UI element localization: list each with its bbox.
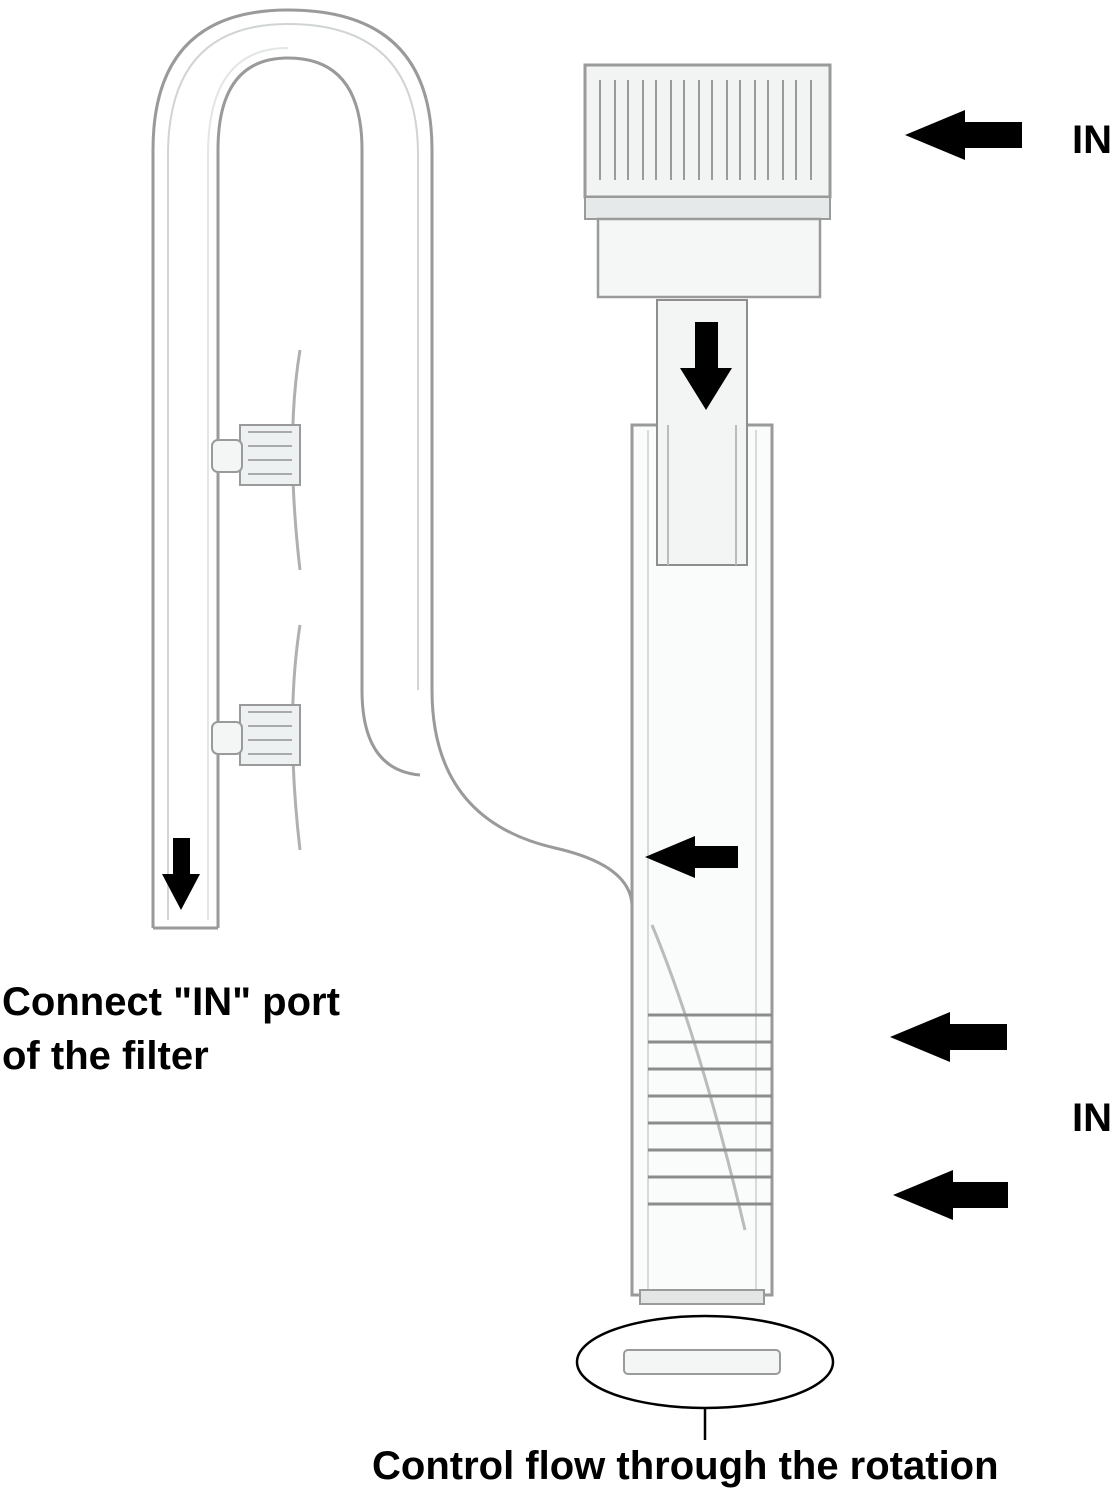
control-flow-label: Control flow through the rotation [372, 1444, 999, 1488]
arrow-left-icon [890, 1012, 1007, 1062]
bottom-foot [623, 1289, 781, 1375]
connect-port-label-line1: Connect "IN" port [2, 980, 340, 1024]
ribbed-section [648, 1013, 772, 1206]
connect-port-label: Connect "IN" port of the filter [2, 975, 340, 1083]
inlet-label-top: IN [1072, 118, 1112, 162]
arrow-left-icon [893, 1170, 1008, 1220]
intake-tube [630, 299, 774, 1297]
arrow-down-icon [680, 322, 732, 410]
arrow-down-icon [162, 838, 200, 910]
suction-cup-icon [211, 624, 302, 851]
outflow-pipe [151, 8, 634, 930]
connect-port-label-line2: of the filter [2, 1034, 209, 1078]
arrow-left-icon [905, 110, 1022, 160]
intake-head [583, 63, 832, 299]
inlet-label-bottom: IN [1072, 1096, 1112, 1140]
suction-cup-icon [211, 349, 302, 571]
arrow-left-icon [645, 836, 738, 878]
